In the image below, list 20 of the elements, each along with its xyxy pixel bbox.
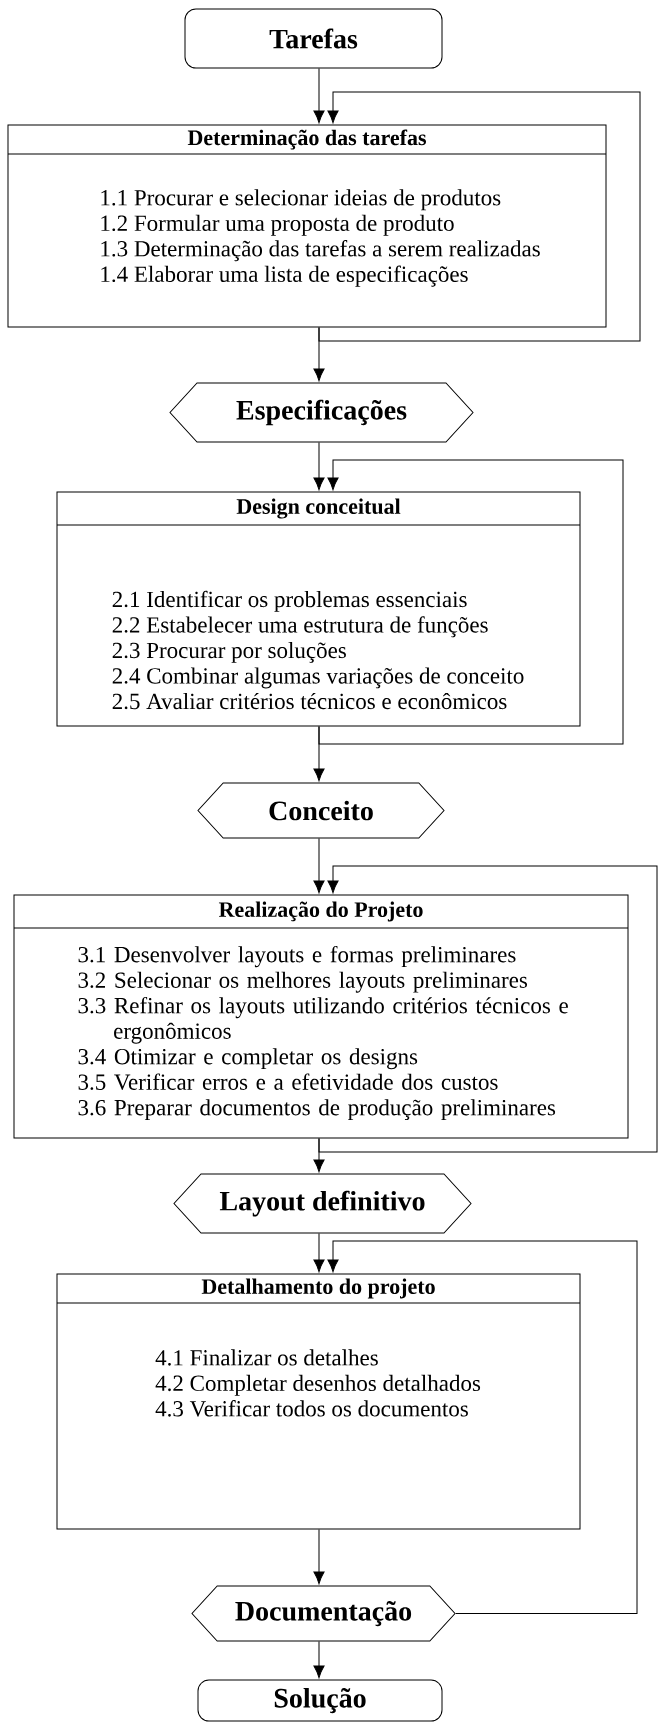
feedback-arrow <box>318 459 624 745</box>
feedback-arrow <box>318 91 641 342</box>
process-box: Determinação das tarefas 1.1 Procurar e selecionar ideias de produtos 1.2 Formular uma proposta de produto 1.3 Determinação das tarefas a serem realizadas 1.4 Elaborar uma lista de especificações <box>7 124 607 328</box>
arrow <box>313 442 325 491</box>
terminal-box: Solução <box>197 1679 443 1722</box>
terminal-box: Tarefas <box>184 8 443 69</box>
hexagon-box: Documentação <box>191 1585 456 1642</box>
feedback-arrow <box>318 865 658 1153</box>
process-box: Design conceitual 2.1 Identificar os problemas essenciais 2.2 Estabelecer uma estrutura de funções 2.3 Procurar por soluções 2.4 Combinar algumas variações de conceito 2.5 Avaliar critérios técnicos e econômicos <box>56 491 581 727</box>
process-box: Realização do Projeto 3.1 Desenvolver layouts e formas preliminares 3.2 Selecionar os melhores layouts preliminares 3.3 Refinar os layouts utilizando critérios técnicos e ergonômicos 3.4 Otimizar e completar os designs 3.5 Verificar erros e a efetividade dos custos 3.6 Preparar documentos de produção preliminares <box>13 894 629 1139</box>
arrow <box>313 838 325 894</box>
arrow <box>313 1529 325 1585</box>
arrow <box>313 1641 325 1679</box>
hexagon-box: Layout definitivo <box>173 1173 472 1234</box>
process-box: Detalhamento do projeto 4.1 Finalizar os detalhes 4.2 Completar desenhos detalhados 4.3 Verificar todos os documentos <box>56 1273 581 1530</box>
hexagon-box: Especificações <box>169 382 474 443</box>
arrow <box>313 68 325 124</box>
hexagon-box: Conceito <box>197 782 445 839</box>
arrow <box>313 1233 325 1273</box>
feedback-arrow <box>327 1240 638 1614</box>
